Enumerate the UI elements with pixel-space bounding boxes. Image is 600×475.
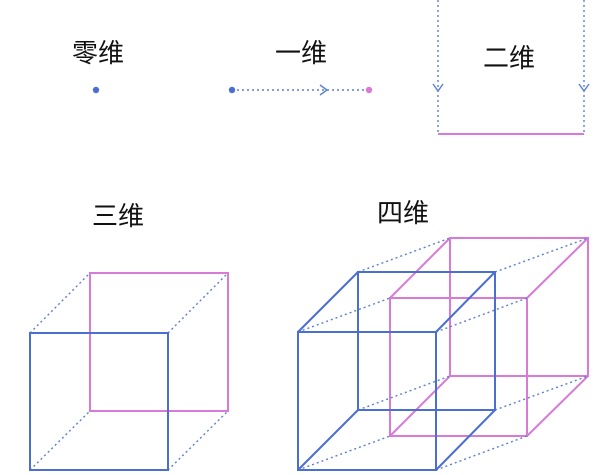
two-d-square [432,0,590,135]
three-d-cube [29,272,229,471]
label-four-dimension: 四维 [377,199,429,229]
blue-cube [297,271,496,471]
one-d-segment [228,84,373,96]
one-d-start-point [228,86,236,94]
label-zero-dimension: 零维 [72,39,124,69]
label-one-dimension: 一维 [275,39,327,69]
one-d-end-point [365,86,373,94]
four-d-tesseract [297,237,589,471]
pink-cube [389,237,589,437]
label-two-dimension: 二维 [483,44,535,74]
label-three-dimension: 三维 [92,202,144,232]
zero-d-point [92,86,100,94]
